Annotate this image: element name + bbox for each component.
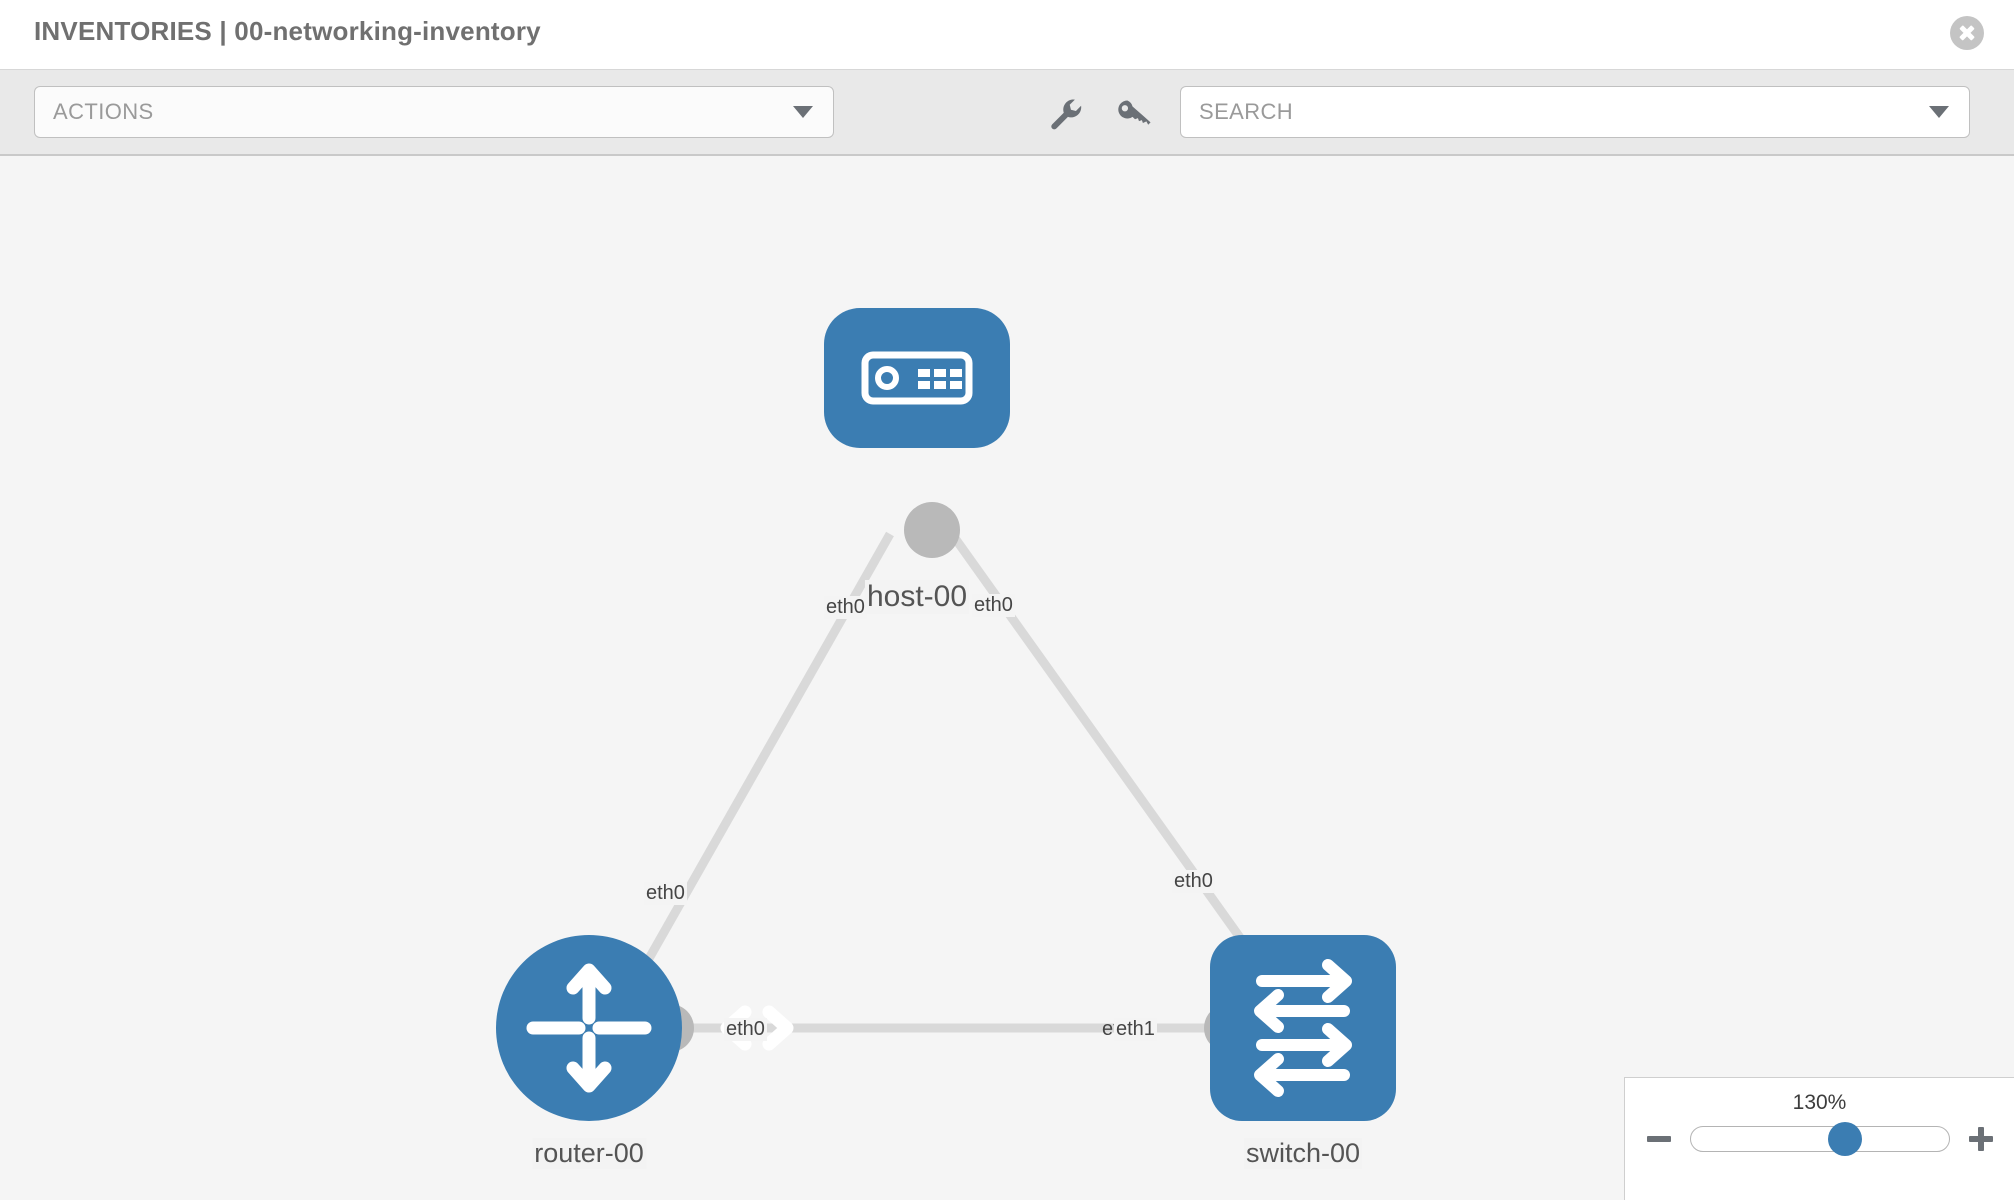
zoom-slider[interactable] <box>1689 1122 1950 1156</box>
search-chevron-down-icon[interactable] <box>1929 106 1949 118</box>
actions-dropdown-label: ACTIONS <box>53 99 154 124</box>
edge-label-host-switch-near: eth0 <box>972 594 1015 617</box>
zoom-level-value: 130% <box>1792 1091 1847 1114</box>
zoom-slider-thumb[interactable] <box>1828 1122 1863 1156</box>
zoom-out-button[interactable] <box>1646 1126 1672 1152</box>
edge-label-router-switch-left: eth0 <box>724 1018 767 1041</box>
window-header: INVENTORIES | 00-networking-inventory <box>0 0 2014 70</box>
edge-label-router-host-near: eth0 <box>644 882 687 905</box>
connector-host-bottom <box>904 502 960 558</box>
wrench-icon[interactable] <box>1045 96 1085 132</box>
edge-label-host-router-near: eth0 <box>824 596 867 619</box>
node-switch-00 <box>1210 935 1396 1121</box>
topology-canvas[interactable]: eth0 eth0 eth0 eth0 eth0 eth0 eth1 host-… <box>0 156 2014 1200</box>
node-label-switch-00: switch-00 <box>1243 1138 1363 1169</box>
page-title: INVENTORIES | 00-networking-inventory <box>34 16 541 46</box>
node-label-host-00: host-00 <box>864 580 970 614</box>
chevron-down-icon[interactable] <box>793 106 813 118</box>
topology-graph <box>496 308 1396 1121</box>
actions-dropdown[interactable]: ACTIONS <box>34 86 834 138</box>
toolbar: ACTIONS SEARCH <box>0 70 2014 156</box>
edge-label-switch-host-near: eth0 <box>1172 870 1215 893</box>
key-icon[interactable] <box>1113 96 1153 132</box>
node-host-00 <box>824 308 1010 448</box>
edge-label-router-switch-right: eth1 <box>1114 1018 1157 1041</box>
zoom-control-panel: 130% <box>1624 1077 2014 1200</box>
close-icon[interactable] <box>1950 16 1984 50</box>
search-placeholder: SEARCH <box>1199 99 1294 124</box>
node-label-router-00: router-00 <box>532 1138 646 1169</box>
zoom-in-button[interactable] <box>1968 1126 1994 1152</box>
search-input[interactable]: SEARCH <box>1180 86 1970 138</box>
